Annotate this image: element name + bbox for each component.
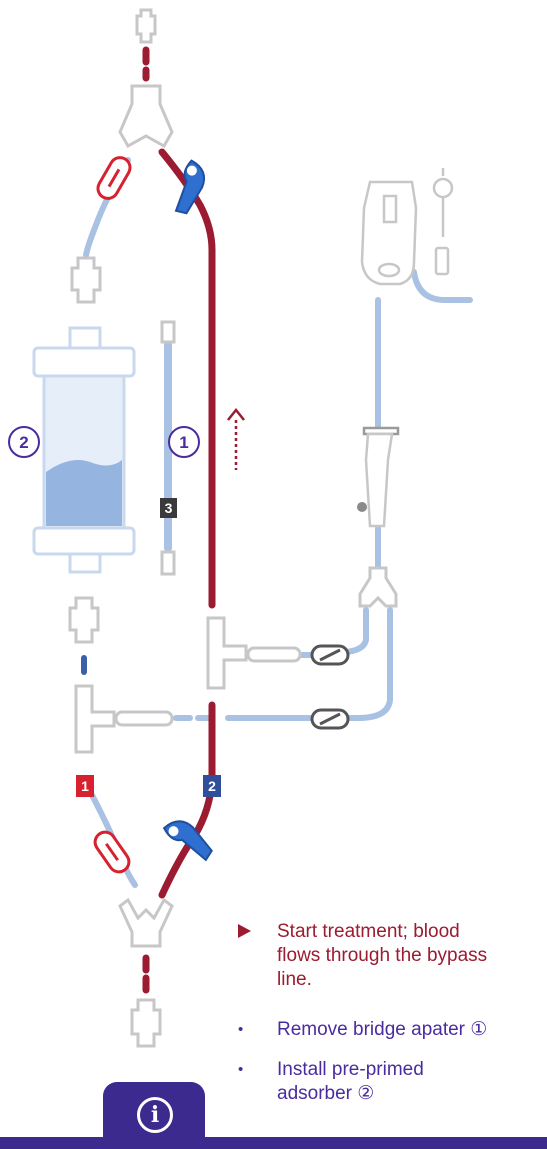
- bullet-icon: •: [238, 1061, 244, 1078]
- tag-1: 1: [76, 775, 94, 797]
- clamp-blue-top-icon: [174, 159, 206, 215]
- left-upper-connector: [70, 256, 102, 304]
- instruction-main: Start treatment; blood flows through the…: [238, 920, 538, 992]
- instruction-bullet: • Install pre-primed adsorber ②: [238, 1058, 538, 1106]
- bottom-y-connector: [118, 897, 174, 948]
- clamp-red-top-icon: [96, 156, 132, 200]
- info-icon[interactable]: i: [137, 1097, 173, 1133]
- blood-lower-right: [158, 701, 216, 899]
- right-y-connector: [358, 566, 398, 608]
- bottom-bar: [0, 1137, 547, 1149]
- instruction-main-text: Start treatment; blood flows through the…: [277, 921, 488, 990]
- drip-chamber-icon: [357, 426, 400, 528]
- clamp-red-bottom-icon: [93, 830, 131, 874]
- bridge-cap-top: [160, 320, 176, 344]
- clamp-blue-bottom-icon: [162, 820, 213, 862]
- bridge-label: 1: [168, 426, 200, 458]
- adsorber: [32, 326, 136, 574]
- tag-2-text: 2: [208, 778, 216, 794]
- instruction-bullet-text: Install pre-primed adsorber ②: [277, 1059, 424, 1104]
- clamp-gray-upper-icon: [310, 644, 350, 666]
- adsorber-label: 2: [8, 426, 40, 458]
- tag-1-text: 1: [81, 778, 89, 794]
- priming-bag-icon: [360, 168, 454, 286]
- instruction-bullet: • Remove bridge apater ①: [238, 1018, 538, 1042]
- bridge-cap-bottom: [160, 550, 176, 576]
- blood-right-line: [158, 148, 216, 609]
- branch-lower: [345, 607, 393, 721]
- clamp-gray-lower-icon: [310, 708, 350, 730]
- bag-side-line: [411, 269, 473, 303]
- flow-up-arrow-icon: [227, 407, 245, 470]
- right-tee-coupler: [246, 646, 302, 663]
- branch-upper: [343, 607, 369, 655]
- left-lower-connector: [68, 596, 100, 644]
- connectors: [68, 8, 398, 1048]
- instruction-bullet-text: Remove bridge apater ①: [277, 1019, 488, 1040]
- tag-3: 3: [160, 498, 177, 518]
- top-y-connector: [118, 84, 174, 149]
- top-connector: [135, 8, 157, 44]
- bridge-label-text: 1: [179, 433, 188, 452]
- bottom-connector: [130, 998, 162, 1048]
- tag-3-text: 3: [165, 500, 173, 516]
- right-tee: [206, 616, 248, 690]
- tag-2: 2: [203, 775, 221, 797]
- bullet-icon: •: [238, 1021, 244, 1038]
- adsorber-label-text: 2: [19, 433, 28, 452]
- play-arrow-icon: [238, 924, 251, 938]
- left-tee-coupler: [114, 710, 174, 727]
- left-tee: [74, 684, 116, 754]
